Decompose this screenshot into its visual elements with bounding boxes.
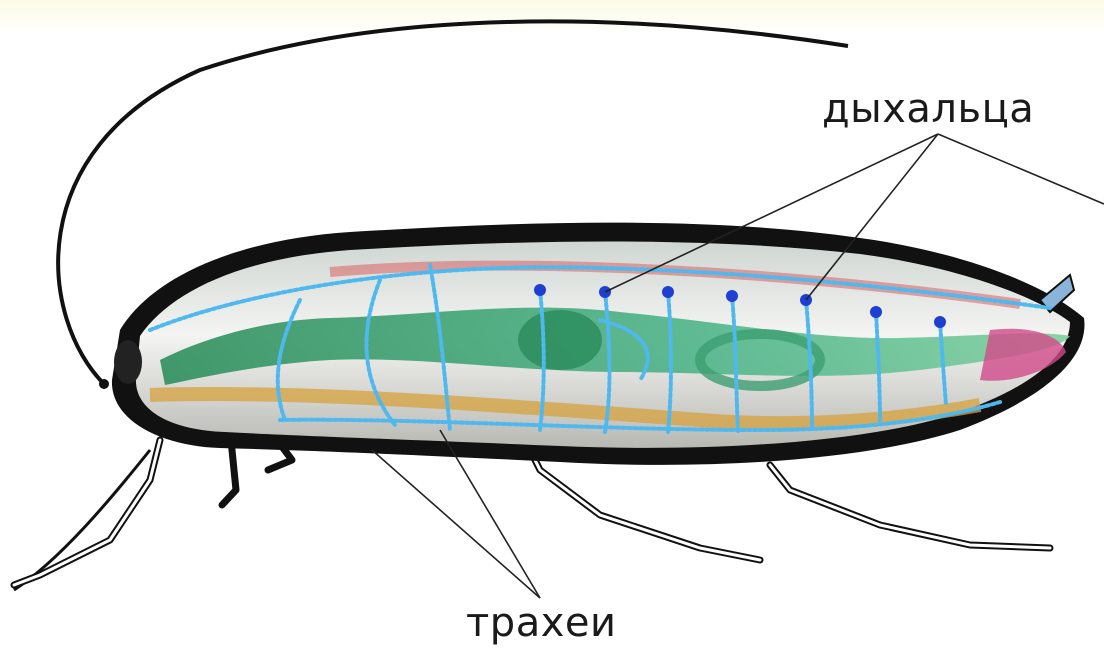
antenna: [14, 450, 150, 590]
label-tracheae: трахеи: [466, 600, 616, 646]
label-spiracles: дыхальца: [822, 86, 1034, 132]
